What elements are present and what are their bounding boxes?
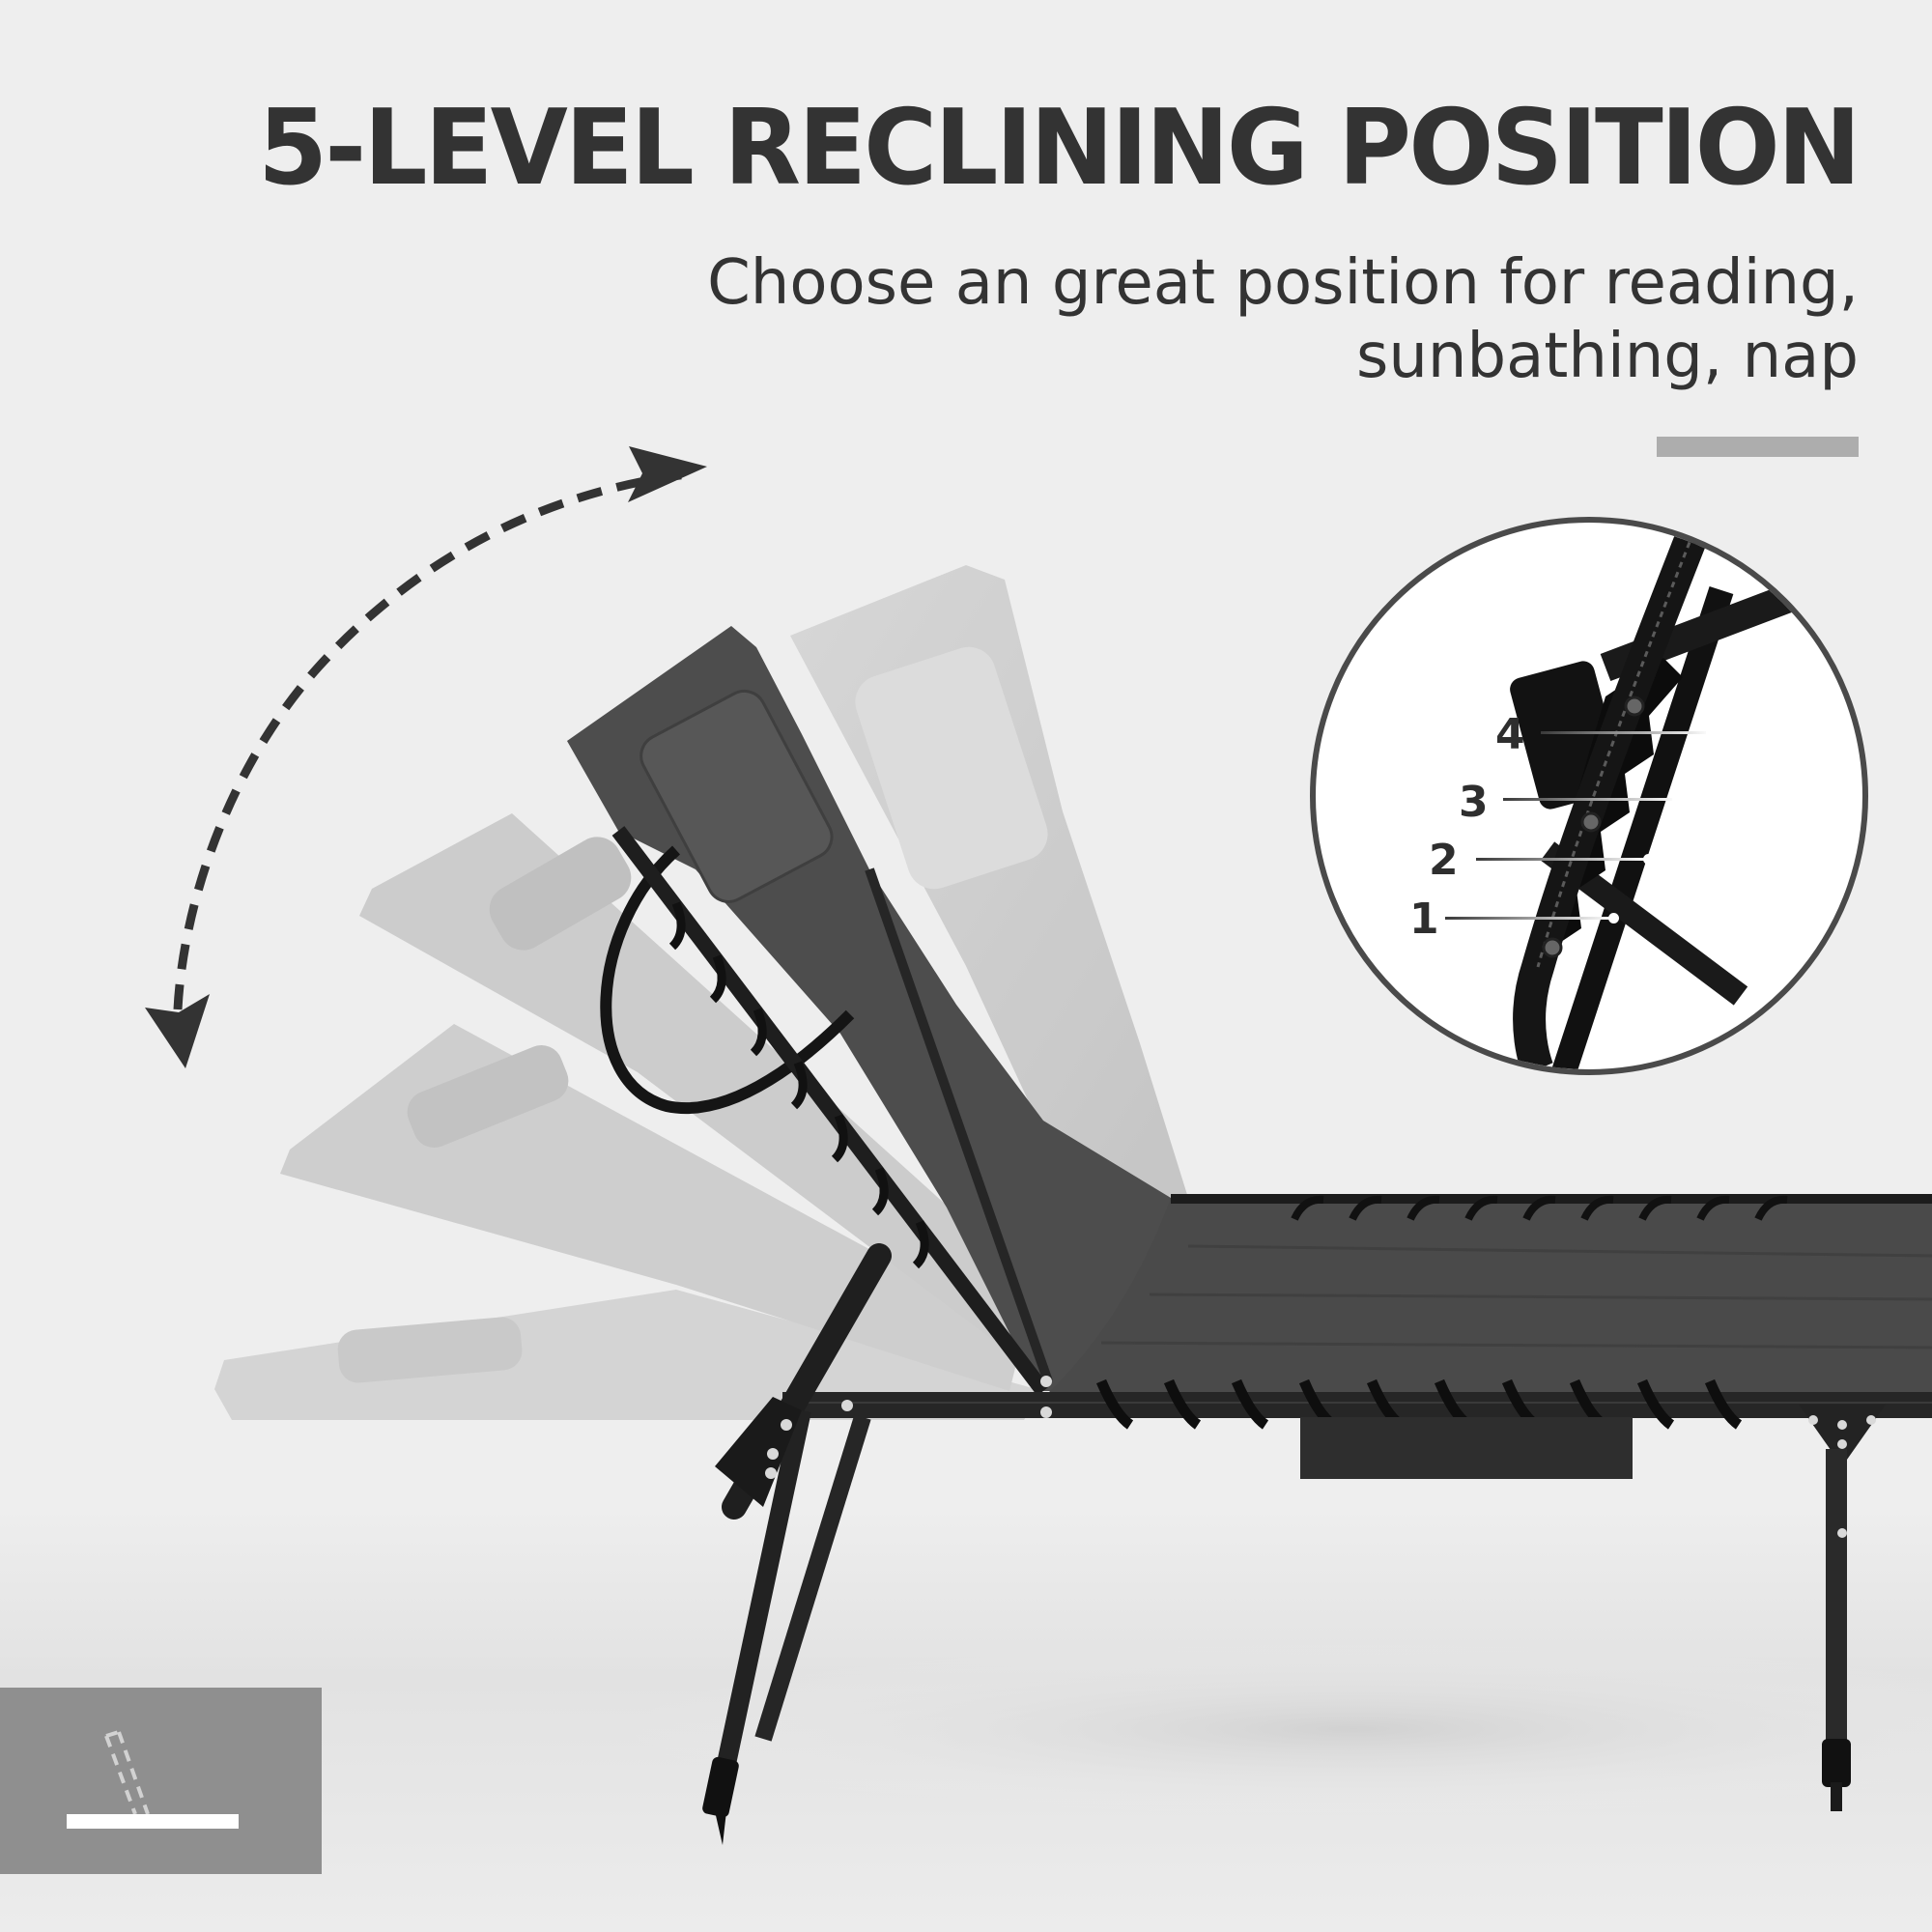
headrest-pillow — [639, 689, 834, 903]
notch-label-2: 2 — [1429, 836, 1459, 885]
notch-leader-line-2 — [1476, 858, 1648, 861]
seat — [1048, 1194, 1932, 1393]
notch-label-4: 4 — [1495, 710, 1525, 759]
notch-leader-line-1 — [1445, 917, 1613, 920]
side-pocket — [1300, 1417, 1633, 1479]
ghost-position-upright — [790, 565, 1188, 1217]
rear-leg — [1799, 1405, 1886, 1811]
ghost-recline-positions — [214, 565, 1188, 1420]
backrest-bungee-laces — [668, 901, 929, 1269]
page-title: 5-LEVEL RECLINING POSITION — [258, 88, 1861, 209]
ghost-position-mid — [359, 813, 1024, 1352]
subtitle: Choose an great position for reading, su… — [603, 246, 1859, 393]
notch-marker-2 — [1643, 854, 1654, 865]
subtitle-line-1: Choose an great position for reading, — [707, 247, 1859, 319]
backrest — [567, 626, 1171, 1396]
seat-top-laces — [1291, 1195, 1788, 1221]
chair-shadow — [618, 1642, 1932, 1816]
notch-bracket-photo — [1510, 523, 1862, 1069]
ghost-position-low — [280, 1024, 1024, 1391]
notch-leader-line-4 — [1541, 731, 1711, 734]
front-legs — [702, 1243, 892, 1845]
notch-leader-line-3 — [1503, 798, 1677, 801]
recline-notch-detail: 4 3 2 1 — [1310, 517, 1868, 1075]
notch-marker-4 — [1706, 727, 1717, 738]
recline-angle-icon — [67, 1730, 239, 1829]
divider-bar — [1657, 437, 1859, 457]
side-rail — [782, 1376, 1932, 1430]
notch-marker-1 — [1608, 913, 1619, 923]
double-arrow-icon — [145, 446, 707, 1068]
notch-label-1: 1 — [1409, 895, 1439, 944]
notch-marker-3 — [1672, 794, 1683, 805]
recline-angle-icon-box — [0, 1688, 322, 1874]
notch-label-3: 3 — [1459, 778, 1489, 827]
subtitle-line-2: sunbathing, nap — [1355, 321, 1859, 392]
ghost-position-flat — [214, 1290, 1043, 1420]
